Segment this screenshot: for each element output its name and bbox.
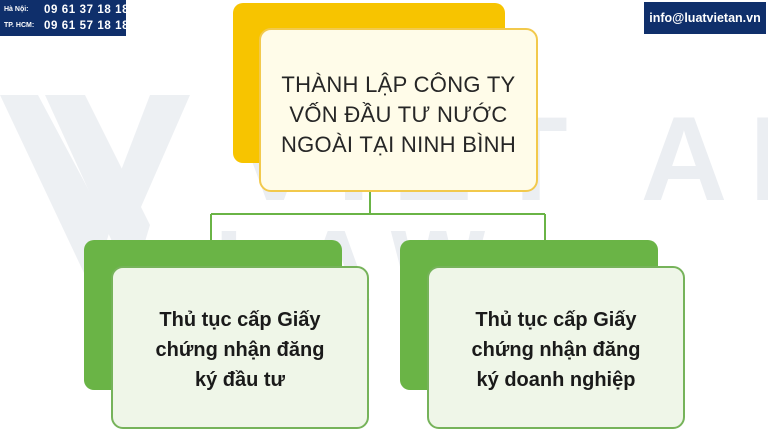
child-node-enterprise: Thủ tục cấp Giấy chứng nhận đăng ký doan… — [427, 266, 685, 429]
child-node-line: Thủ tục cấp Giấy — [159, 308, 321, 331]
child-node-investment-text: Thủ tục cấp Giấy chứng nhận đăng ký đầu … — [156, 301, 325, 395]
phone-number[interactable]: 09 61 37 18 18 — [44, 4, 130, 16]
phone-label: TP. HCM: — [4, 22, 35, 29]
phone-number[interactable]: 09 61 57 18 18 — [44, 20, 130, 32]
child-node-line: ký doanh nghiệp — [476, 368, 636, 391]
root-node-line: NGOÀI TẠI NINH BÌNH — [280, 132, 517, 157]
phone-row-hcm: TP. HCM: 09 61 57 18 18 — [0, 18, 130, 34]
phone-contact-badge: Hà Nội: 09 61 37 18 18 TP. HCM: 09 61 57… — [0, 0, 130, 36]
child-node-investment: Thủ tục cấp Giấy chứng nhận đăng ký đầu … — [111, 266, 369, 429]
phone-row-hanoi: Hà Nội: 09 61 37 18 18 — [0, 2, 130, 18]
root-node: THÀNH LẬP CÔNG TY VỐN ĐẦU TƯ NƯỚC NGOÀI … — [259, 28, 538, 192]
child-node-line: ký đầu tư — [194, 368, 286, 391]
child-node-enterprise-text: Thủ tục cấp Giấy chứng nhận đăng ký doan… — [472, 301, 641, 395]
child-node-line: chứng nhận đăng — [471, 338, 641, 361]
child-node-line: chứng nhận đăng — [155, 338, 325, 361]
phone-label: Hà Nội: — [4, 6, 29, 13]
root-node-text: THÀNH LẬP CÔNG TY VỐN ĐẦU TƯ NƯỚC NGOÀI … — [281, 60, 516, 160]
child-node-line: Thủ tục cấp Giấy — [475, 308, 637, 331]
email-contact-badge[interactable]: info@luatvietan.vn — [644, 2, 766, 34]
root-node-line: THÀNH LẬP CÔNG TY — [281, 72, 516, 97]
root-node-line: VỐN ĐẦU TƯ NƯỚC — [289, 102, 508, 127]
